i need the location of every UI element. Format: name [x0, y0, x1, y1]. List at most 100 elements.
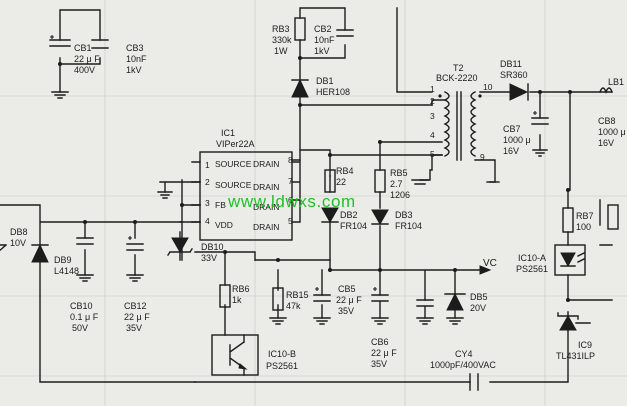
cb3-rating: 1kV [126, 65, 142, 75]
t2-pin: 1 [430, 84, 435, 94]
rb3-rating: 1W [274, 46, 288, 56]
t2-part: BCK-2220 [436, 73, 478, 83]
ic1-viper22a [191, 151, 301, 241]
ic9-ref: IC9 [578, 340, 592, 350]
cb2-ref: CB2 [314, 24, 332, 34]
cy4-capacitor [469, 373, 479, 391]
db9-value: L4148 [54, 266, 79, 276]
lb1-inductor [599, 87, 613, 94]
ic10a-part: PS2561 [516, 264, 548, 274]
cb5-ref: CB5 [338, 284, 356, 294]
rb6-resistor [219, 284, 231, 308]
cb8-rating: 16V [598, 138, 614, 148]
ic1-pin-number: 1 [205, 160, 210, 170]
t2-ref: T2 [453, 63, 464, 73]
ic1-pin-number: 4 [205, 216, 210, 226]
cb2-rating: 1kV [314, 46, 330, 56]
cb2-capacitor [336, 29, 354, 37]
ic1-pin-number: 3 [205, 198, 210, 208]
cb6-rating: 35V [371, 359, 387, 369]
rb6-value: 1k [232, 295, 242, 305]
cb1-value: 22 μ F [74, 54, 100, 64]
ic1-pin-label: SOURCE [215, 180, 252, 190]
db3-ref: DB3 [395, 210, 413, 220]
vc-label: VC [483, 258, 497, 269]
ic1-pin-label: DRAIN [253, 182, 279, 192]
cy4-value: 1000pF/400VAC [430, 360, 496, 370]
junction-dots [58, 56, 572, 302]
ic1-part: VIPer22A [216, 139, 255, 149]
wiring [0, 7, 613, 383]
db1-diode [291, 78, 309, 98]
cy4-ref: CY4 [455, 349, 473, 359]
ic1-pin-number: 6 [288, 195, 293, 205]
t2-pin: 2 [430, 96, 435, 106]
rb8-resistor [607, 204, 619, 230]
ground-symbol [411, 179, 429, 185]
rb4-ref: RB4 [336, 166, 354, 176]
db3-value: FR104 [395, 221, 422, 231]
rb7-ref: RB7 [576, 211, 594, 221]
db1-ref: DB1 [316, 76, 334, 86]
db9-diode [31, 243, 49, 263]
rb5-ref: RB5 [390, 168, 408, 178]
rb7-resistor [562, 207, 574, 233]
vc-arrow [479, 265, 492, 275]
ground-symbol [51, 91, 69, 99]
cb10-value: 0.1 μ F [70, 312, 99, 322]
cb10-rating: 50V [72, 323, 88, 333]
ic1-pin-label: FB [215, 200, 226, 210]
cb12-rating: 35V [126, 323, 142, 333]
cb6-value: 22 μ F [371, 348, 397, 358]
rb3-value: 330k [272, 35, 292, 45]
db8-zener [0, 244, 7, 252]
lb1-ref: LB1 [608, 77, 624, 87]
ground-symbol [157, 191, 173, 199]
cb6-capacitor [371, 269, 389, 325]
cb5-capacitor [313, 287, 331, 325]
ic1-pin-label: DRAIN [253, 202, 279, 212]
db8-ref: DB8 [10, 227, 28, 237]
ic1-pin-label: DRAIN [253, 222, 279, 232]
cb8-ref: CB8 [598, 116, 616, 126]
cb1-capacitor [49, 35, 71, 47]
cb3-capacitor [91, 39, 109, 49]
ic9-part: TL431ILP [556, 351, 595, 361]
transformer-t2 [438, 91, 482, 161]
db5-value: 20V [470, 303, 486, 313]
cb12-capacitor [126, 236, 144, 282]
cb12-value: 22 μ F [124, 312, 150, 322]
rb15-ref: RB15 [286, 290, 309, 300]
t2-pin: 5 [430, 149, 435, 159]
db1-value: HER108 [316, 87, 350, 97]
ic9-tl431 [557, 312, 591, 331]
ic1-pin-number: 7 [288, 176, 293, 186]
cb12-ref: CB12 [124, 301, 147, 311]
ic10b-phototransistor [211, 334, 259, 376]
cb7-rating: 16V [503, 146, 519, 156]
db8-value: 10V [10, 238, 26, 248]
db11-value: SR360 [500, 70, 528, 80]
t2-pin: 4 [430, 130, 435, 140]
ic1-pin-label: SOURCE [215, 159, 252, 169]
rb7-value: 100 [576, 222, 591, 232]
ic10a-led [554, 244, 586, 276]
db9-ref: DB9 [54, 255, 72, 265]
ic1-pin-number: 2 [205, 177, 210, 187]
db2-ref: DB2 [340, 210, 358, 220]
db11-diode [509, 83, 529, 101]
ic10a-ref: IC10-A [518, 253, 546, 263]
db11-ref: DB11 [500, 59, 522, 69]
ic1-pin-number: 5 [288, 216, 293, 226]
cb3-value: 10nF [126, 54, 147, 64]
rb3-ref: RB3 [272, 24, 290, 34]
db5-zener [444, 292, 466, 325]
db10-value: 33V [201, 253, 217, 263]
ic1-ref: IC1 [221, 128, 235, 138]
t2-pin: 3 [430, 111, 435, 121]
rb6-ref: RB6 [232, 284, 250, 294]
watermark: www.ldwxs.com [227, 192, 356, 211]
cb7-ref: CB7 [503, 124, 521, 134]
labels: IC1 VIPer22A SOURCE SOURCE FB VDD DRAIN … [10, 24, 626, 371]
